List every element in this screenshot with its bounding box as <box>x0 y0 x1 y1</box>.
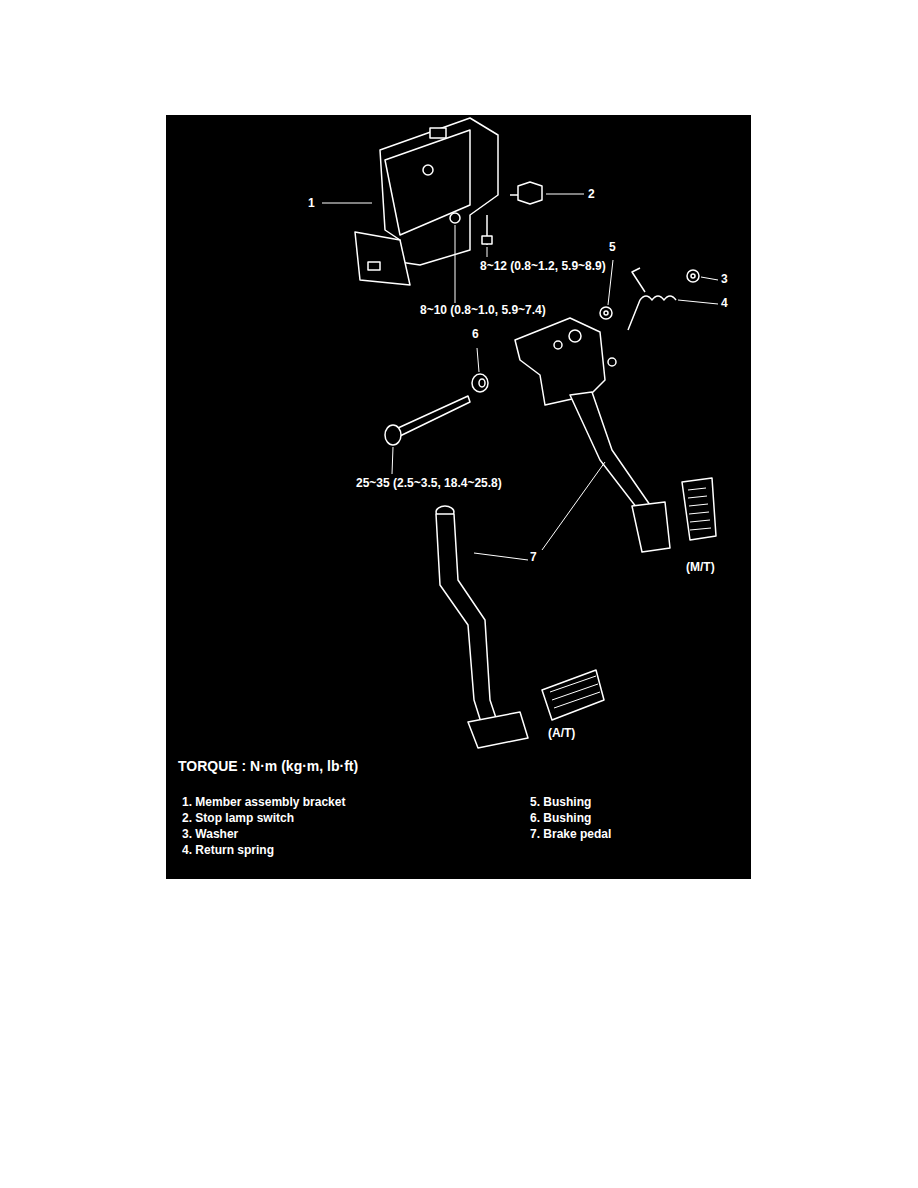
variant-label: (M/T) <box>686 560 715 574</box>
nut <box>450 213 460 223</box>
leader-line <box>392 447 393 474</box>
parts-list-item: 2. Stop lamp switch <box>182 811 294 825</box>
callout-number: 4 <box>721 296 728 310</box>
at-pedal-rubber <box>542 670 604 720</box>
return-spring <box>628 268 676 330</box>
leader-line <box>322 203 372 204</box>
pivot-hole <box>569 330 581 342</box>
parts-list-item: 3. Washer <box>182 827 238 841</box>
washer <box>687 270 699 282</box>
bracket-hole <box>423 165 433 175</box>
parts-list-item: 1. Member assembly bracket <box>182 795 345 809</box>
mt-pedal-pad <box>632 502 670 552</box>
leader-line <box>477 348 479 372</box>
leader-line <box>455 225 456 303</box>
leader-line <box>701 277 718 280</box>
mt-pedal-rubber <box>682 478 716 540</box>
clip <box>608 358 616 366</box>
bracket-hole <box>430 128 446 138</box>
pivot-bolt <box>398 396 470 436</box>
at-pedal-pad <box>468 712 528 748</box>
bushing-hole <box>604 311 608 315</box>
leader-line <box>608 260 613 305</box>
callout-number: 6 <box>472 327 479 341</box>
parts-list-item: 6. Bushing <box>530 811 591 825</box>
bushing <box>472 374 488 392</box>
bracket-hole <box>368 262 380 270</box>
leader-line <box>542 462 605 550</box>
pivot-hole <box>554 341 562 349</box>
variant-label: (A/T) <box>548 726 575 740</box>
torque-value: 8~10 (0.8~1.0, 5.9~7.4) <box>420 303 546 317</box>
leader-line <box>474 553 528 560</box>
parts-list-item: 7. Brake pedal <box>530 827 611 841</box>
callout-number: 5 <box>609 240 616 254</box>
bolt-head <box>482 236 492 244</box>
at-pedal-arm <box>436 514 500 735</box>
leader-line <box>546 194 584 195</box>
callout-number: 3 <box>721 272 728 286</box>
torque-unit-heading: TORQUE : N·m (kg·m, lb·ft) <box>178 758 358 774</box>
bracket-foot <box>355 232 410 285</box>
callout-number: 7 <box>530 550 537 564</box>
pad-ribs <box>688 488 711 530</box>
parts-list-item: 4. Return spring <box>182 843 274 857</box>
pivot-bolt-head <box>385 425 401 445</box>
pad-ribs <box>550 676 600 708</box>
parts-list-item: 5. Bushing <box>530 795 591 809</box>
leader-line <box>678 300 718 304</box>
bracket-face <box>385 130 470 235</box>
washer-hole <box>691 274 695 278</box>
leader-line <box>487 247 488 257</box>
switch-plunger <box>510 194 518 196</box>
callout-number: 2 <box>588 187 595 201</box>
torque-value: 25~35 (2.5~3.5, 18.4~25.8) <box>356 476 502 490</box>
callout-number: 1 <box>308 196 315 210</box>
torque-value: 8~12 (0.8~1.2, 5.9~8.9) <box>480 259 606 273</box>
bushing <box>600 307 612 319</box>
bushing-hole <box>479 379 485 387</box>
stop-lamp-switch <box>518 182 542 204</box>
